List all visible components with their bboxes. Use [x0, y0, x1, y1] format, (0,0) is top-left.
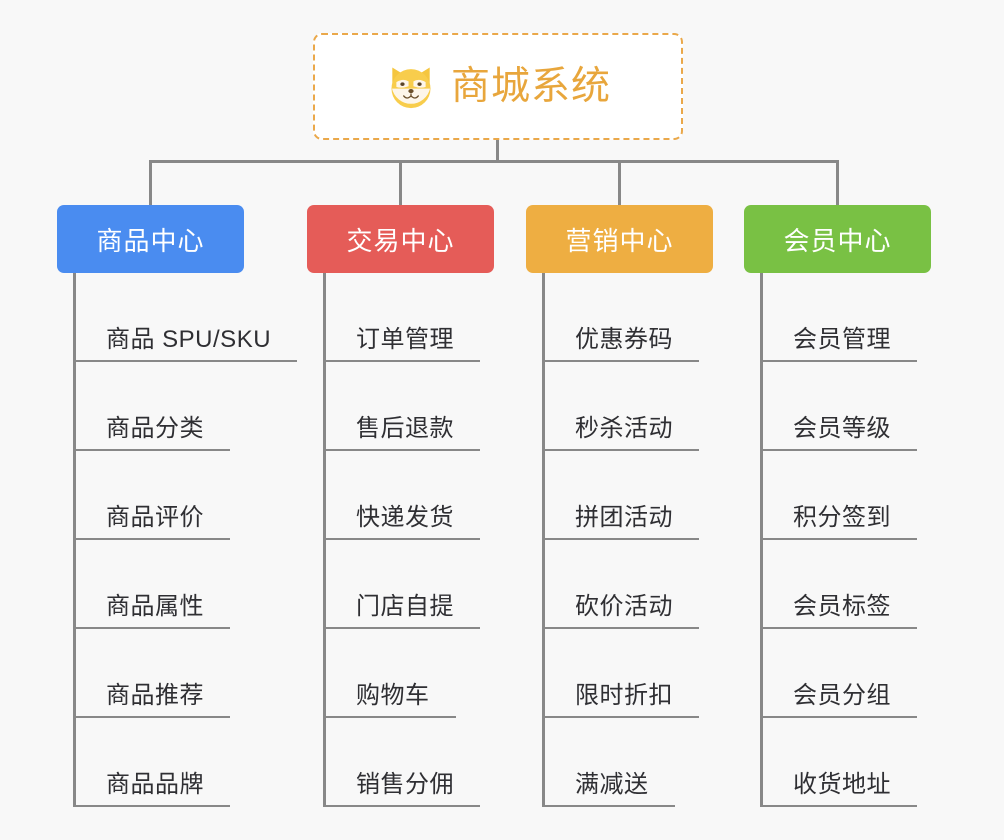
list-item[interactable]: 限时折扣 [545, 629, 746, 718]
branch-column-3: 营销中心 优惠券码 秒杀活动 拼团活动 砍价活动 限时折扣 满减送 [526, 205, 746, 807]
leaf-label: 门店自提 [356, 593, 454, 620]
leaf-label: 销售分佣 [356, 771, 454, 798]
leaf-label: 订单管理 [356, 326, 454, 353]
list-item[interactable]: 砍价活动 [545, 540, 746, 629]
list-item[interactable]: 拼团活动 [545, 451, 746, 540]
list-item[interactable]: 商品评价 [76, 451, 277, 540]
list-item[interactable]: 快递发货 [326, 451, 527, 540]
category-label-1: 商品中心 [96, 225, 205, 256]
list-item[interactable]: 优惠券码 [545, 273, 746, 362]
leaf-label: 会员标签 [793, 593, 891, 620]
list-item[interactable]: 商品推荐 [76, 629, 277, 718]
list-item[interactable]: 积分签到 [763, 451, 964, 540]
leaf-label: 满减送 [575, 771, 649, 798]
list-item[interactable]: 会员分组 [763, 629, 964, 718]
list-item[interactable]: 商品 SPU/SKU [76, 273, 298, 362]
branch-column-4: 会员中心 会员管理 会员等级 积分签到 会员标签 会员分组 收货地址 [744, 205, 964, 807]
leaf-label: 商品推荐 [106, 682, 204, 709]
leaf-label: 快递发货 [356, 504, 454, 531]
root-node[interactable]: 商城系统 [313, 33, 683, 140]
list-item[interactable]: 会员标签 [763, 540, 964, 629]
leaf-label: 会员等级 [793, 415, 891, 442]
category-box-3[interactable]: 营销中心 [526, 205, 713, 273]
category-label-3: 营销中心 [565, 225, 674, 256]
branch-column-2: 交易中心 订单管理 售后退款 快递发货 门店自提 购物车 销售分佣 [307, 205, 527, 807]
list-item[interactable]: 商品分类 [76, 362, 277, 451]
leaf-label: 积分签到 [793, 504, 891, 531]
category-box-2[interactable]: 交易中心 [307, 205, 494, 273]
leaf-label: 商品分类 [106, 415, 204, 442]
list-item[interactable]: 门店自提 [326, 540, 527, 629]
leaf-label: 优惠券码 [575, 326, 673, 353]
list-item[interactable]: 秒杀活动 [545, 362, 746, 451]
leaf-label: 限时折扣 [575, 682, 673, 709]
list-item[interactable]: 商品属性 [76, 540, 277, 629]
connector-horizontal-bar [149, 160, 839, 163]
list-item[interactable]: 销售分佣 [326, 718, 527, 807]
leaf-list-2: 订单管理 售后退款 快递发货 门店自提 购物车 销售分佣 [323, 273, 527, 807]
list-item[interactable]: 满减送 [545, 718, 746, 807]
category-label-2: 交易中心 [346, 225, 455, 256]
leaf-label: 秒杀活动 [575, 415, 673, 442]
leaf-label: 购物车 [356, 682, 430, 709]
leaf-label: 商品评价 [106, 504, 204, 531]
leaf-label: 商品属性 [106, 593, 204, 620]
leaf-label: 商品 SPU/SKU [106, 326, 272, 353]
root-title: 商城系统 [450, 65, 611, 108]
leaf-label: 收货地址 [793, 771, 891, 798]
leaf-list-4: 会员管理 会员等级 积分签到 会员标签 会员分组 收货地址 [760, 273, 964, 807]
connector-drop-4 [836, 160, 839, 207]
list-item[interactable]: 售后退款 [326, 362, 527, 451]
connector-drop-2 [399, 160, 402, 207]
leaf-label: 会员管理 [793, 326, 891, 353]
connector-drop-1 [149, 160, 152, 207]
leaf-label: 商品品牌 [106, 771, 204, 798]
list-item[interactable]: 会员等级 [763, 362, 964, 451]
connector-root-stem [496, 140, 499, 162]
list-item[interactable]: 商品品牌 [76, 718, 277, 807]
leaf-label: 售后退款 [356, 415, 454, 442]
category-box-4[interactable]: 会员中心 [744, 205, 931, 273]
category-box-1[interactable]: 商品中心 [57, 205, 244, 273]
leaf-list-1: 商品 SPU/SKU 商品分类 商品评价 商品属性 商品推荐 商品品牌 [73, 273, 298, 807]
branch-column-1: 商品中心 商品 SPU/SKU 商品分类 商品评价 商品属性 商品推荐 商品品牌 [57, 205, 298, 807]
category-label-4: 会员中心 [783, 225, 892, 256]
leaf-label: 拼团活动 [575, 504, 673, 531]
shiba-dog-face-icon [391, 67, 431, 108]
leaf-label: 会员分组 [793, 682, 891, 709]
list-item[interactable]: 会员管理 [763, 273, 964, 362]
list-item[interactable]: 购物车 [326, 629, 527, 718]
leaf-label: 砍价活动 [575, 593, 673, 620]
leaf-list-3: 优惠券码 秒杀活动 拼团活动 砍价活动 限时折扣 满减送 [542, 273, 746, 807]
list-item[interactable]: 收货地址 [763, 718, 964, 807]
connector-drop-3 [618, 160, 621, 207]
list-item[interactable]: 订单管理 [326, 273, 527, 362]
